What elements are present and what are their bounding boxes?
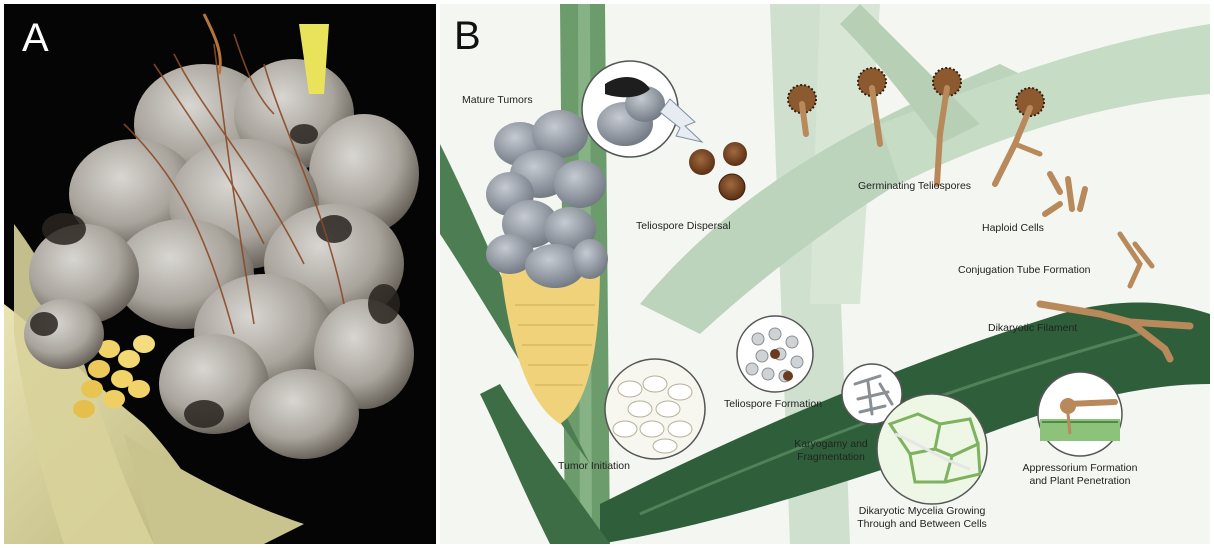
label-mature-tumors: Mature Tumors: [462, 94, 533, 107]
label-karyogamy: Karyogamy and Fragmentation: [776, 438, 886, 464]
label-teliospore-dispersal: Teliospore Dispersal: [636, 220, 731, 233]
label-teliospore-formation: Teliospore Formation: [724, 398, 822, 411]
panel-letter-a: A: [22, 18, 49, 58]
teliospore-formation-inset: [737, 316, 813, 392]
label-conjugation-tube-formation: Conjugation Tube Formation: [958, 264, 1091, 277]
label-dikaryotic-filament: Dikaryotic Filament: [988, 322, 1077, 335]
tumor-initiation-inset: [605, 359, 705, 459]
appressorium-inset: [1038, 372, 1122, 456]
label-tumor-initiation: Tumor Initiation: [558, 460, 630, 473]
corn-smut-photo: [4, 4, 436, 544]
panel-a-photo: A: [4, 4, 436, 544]
label-appressorium: Appressorium Formation and Plant Penetra…: [1010, 462, 1150, 488]
panel-b-lifecycle: B Mature Tumors Teliospore Dispersal Ger…: [440, 4, 1210, 544]
mycelia-inset: [877, 394, 987, 504]
label-haploid-cells: Haploid Cells: [982, 222, 1044, 235]
label-germinating-teliospores: Germinating Teliospores: [858, 180, 971, 193]
panel-letter-b: B: [454, 16, 481, 56]
label-dikaryotic-mycelia: Dikaryotic Mycelia Growing Through and B…: [842, 505, 1002, 531]
